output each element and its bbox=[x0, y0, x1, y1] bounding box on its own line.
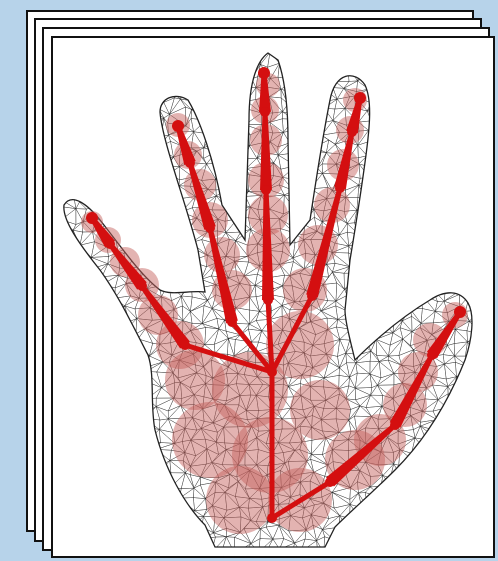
skeleton-joint bbox=[172, 120, 184, 132]
joint-sphere bbox=[206, 466, 274, 534]
skeleton-joint bbox=[261, 185, 271, 195]
skeleton-joint bbox=[267, 513, 277, 523]
skeleton-joint bbox=[427, 350, 437, 360]
joint-sphere bbox=[290, 380, 350, 440]
skeleton-joint bbox=[258, 67, 270, 79]
skeleton-joint bbox=[267, 367, 277, 377]
skeleton-joint bbox=[185, 158, 195, 168]
skeleton-joint bbox=[390, 420, 400, 430]
skeleton-joint bbox=[105, 239, 115, 249]
skeleton-joint bbox=[354, 92, 366, 104]
skeleton-joint bbox=[335, 183, 345, 193]
skeleton-joint bbox=[227, 317, 237, 327]
skeleton-joint bbox=[454, 306, 466, 318]
skeleton-joint bbox=[137, 281, 147, 291]
skeleton-joint bbox=[307, 291, 317, 301]
skeleton-joint bbox=[325, 477, 335, 487]
skeleton-joint bbox=[347, 127, 357, 137]
skeleton-joint bbox=[205, 223, 215, 233]
skeleton-joint bbox=[180, 340, 190, 350]
skeleton-joint bbox=[260, 107, 270, 117]
skeleton-joint bbox=[86, 212, 98, 224]
skeleton-joint bbox=[263, 295, 273, 305]
joint-sphere bbox=[165, 350, 225, 410]
